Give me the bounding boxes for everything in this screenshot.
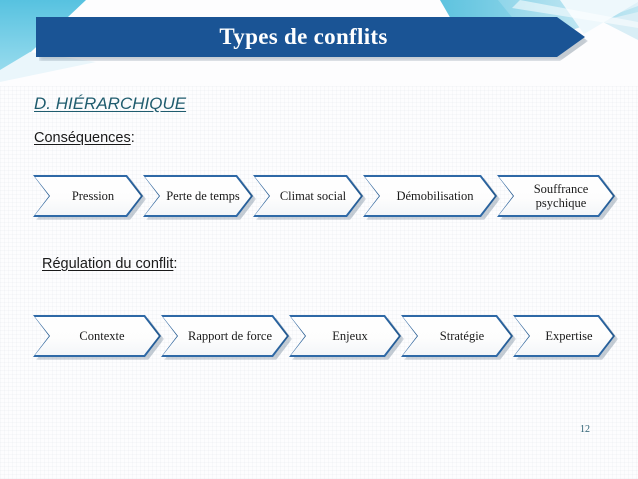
chevron-item[interactable]: Stratégie — [401, 315, 513, 357]
section-heading: D. HIÉRARCHIQUE — [34, 94, 187, 113]
chevron-label: Enjeux — [332, 329, 368, 343]
chevron-label: Rapport de force — [188, 329, 272, 343]
chevron-item[interactable]: Perte de temps — [143, 175, 253, 217]
chevron-item[interactable]: Rapport de force — [161, 315, 289, 357]
page-number: 12 — [580, 424, 590, 435]
consequences-label: Conséquences: — [34, 130, 135, 146]
chevron-fill — [33, 175, 143, 217]
chevron-item[interactable]: Démobilisation — [363, 175, 497, 217]
chevron-label: Contexte — [79, 329, 125, 343]
chevron-item[interactable]: Enjeux — [289, 315, 401, 357]
chevron-fill — [497, 175, 615, 217]
chevron-item[interactable]: Expertise — [513, 315, 615, 357]
consequences-chevron-row: Pression Perte de temps Climat social Dé… — [33, 175, 615, 217]
chevron-fill — [513, 315, 615, 357]
chevron-label: Stratégie — [439, 329, 485, 343]
chevron-item[interactable]: Contexte — [33, 315, 161, 357]
chevron-fill — [401, 315, 513, 357]
chevron-item[interactable]: Pression — [33, 175, 143, 217]
chevron-label: Climat social — [279, 189, 347, 203]
chevron-fill — [289, 315, 401, 357]
chevron-label: Expertise — [545, 329, 593, 343]
consequences-label-text: Conséquences — [34, 130, 131, 146]
consequences-label-suffix: : — [130, 130, 135, 146]
chevron-label: Démobilisation — [396, 189, 474, 203]
chevron-label: Perte de temps — [166, 189, 240, 203]
chevron-fill — [143, 175, 253, 217]
chevron-fill — [363, 175, 497, 217]
regulation-label-text: Régulation du conflit — [42, 256, 174, 272]
chevron-label: Souffrance psychique — [533, 182, 589, 210]
chevron-fill — [253, 175, 363, 217]
chevron-label: Pression — [71, 189, 115, 203]
regulation-label-suffix: : — [173, 256, 178, 272]
chevron-item[interactable]: Climat social — [253, 175, 363, 217]
regulation-label: Régulation du conflit: — [42, 256, 177, 272]
chevron-item[interactable]: Souffrance psychique — [497, 175, 615, 217]
regulation-chevron-row: Contexte Rapport de force Enjeux Stratég… — [33, 315, 615, 357]
chevron-fill — [161, 315, 289, 357]
chevron-fill — [33, 315, 161, 357]
